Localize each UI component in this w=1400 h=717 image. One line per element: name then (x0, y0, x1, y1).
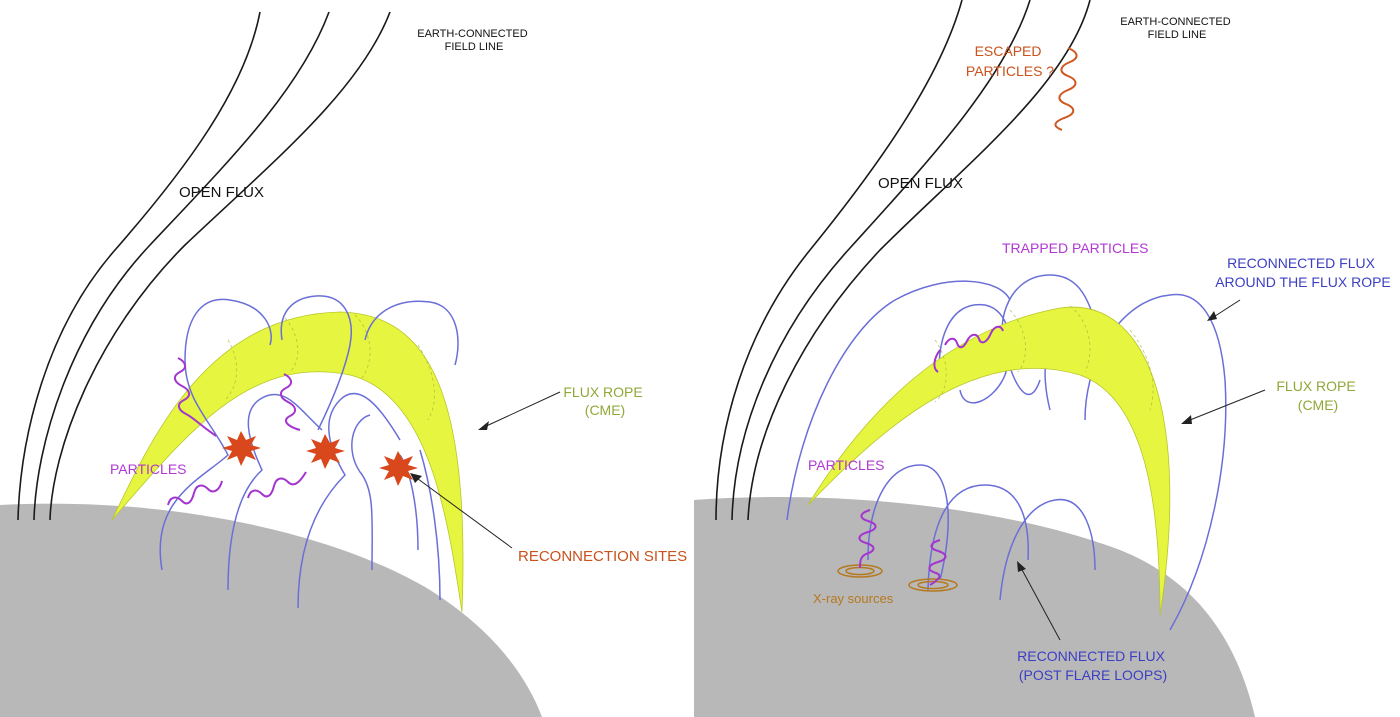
right-flux-rope-arrowhead (1181, 415, 1192, 424)
left-reconnection-arrow (413, 475, 513, 549)
right-flux-rope-label: FLUX ROPE (CME) (1276, 378, 1359, 413)
right-particle-helices (858, 325, 1004, 586)
right-reconnected-rope-arrow (1211, 299, 1241, 319)
left-rope-segment-3 (354, 314, 371, 379)
left-rope-segment-1 (224, 339, 238, 401)
right-post-flare-arrow (1019, 565, 1061, 641)
left-field-loops (159, 295, 459, 609)
right-rope-segment-3 (1069, 305, 1091, 373)
left-reconnection-star-3 (379, 451, 418, 486)
left-sun-surface (0, 503, 542, 717)
right-trapped-particles-label: TRAPPED PARTICLES (1002, 240, 1149, 256)
left-rope-segment-4 (417, 344, 435, 421)
right-post-flare-loops (867, 464, 1096, 601)
right-particles-label: PARTICLES (808, 457, 885, 473)
left-rope-segment-2 (284, 317, 299, 373)
left-reconnection-sites-label: RECONNECTION SITES (518, 548, 687, 565)
right-reconnected-rope-arrowhead (1207, 311, 1217, 321)
left-open-flux-line-3 (49, 11, 391, 521)
left-flux-rope-arrowhead (478, 421, 489, 430)
left-particle-helices (167, 357, 307, 506)
left-open-flux-line-1 (17, 11, 261, 521)
right-escaped-particles-label: ESCAPED PARTICLES ? (966, 43, 1054, 79)
left-reconnection-star-1 (222, 431, 261, 466)
right-open-flux-line-1 (715, 0, 963, 521)
right-open-flux-line-3 (747, 0, 1091, 521)
left-reconnection-sites (222, 431, 418, 486)
right-open-flux-line-2 (731, 0, 1031, 521)
left-particles-label: PARTICLES (110, 461, 187, 477)
right-open-flux-label: OPEN FLUX (878, 175, 963, 192)
right-escaped-particle-helices (1054, 47, 1078, 131)
right-post-flare-arrowhead (1017, 561, 1026, 572)
right-panel: EARTH-CONNECTED FIELD LINE ESCAPED PARTI… (694, 0, 1391, 717)
left-reconnection-star-2 (306, 434, 345, 469)
right-xray-sources-label: X-ray sources (813, 591, 894, 606)
right-reconnected-rope-label: RECONNECTED FLUX AROUND THE FLUX ROPE (1215, 255, 1391, 290)
left-flux-rope-arrow (481, 391, 561, 429)
left-open-flux-line-2 (33, 11, 330, 521)
right-earth-connected-label: EARTH-CONNECTED FIELD LINE (1120, 16, 1233, 41)
right-sun-surface (694, 497, 1255, 717)
left-reconnection-arrowhead (410, 473, 422, 483)
right-rope-segment-2 (1009, 309, 1026, 373)
left-earth-connected-label: EARTH-CONNECTED FIELD LINE (417, 28, 530, 53)
left-open-flux-label: OPEN FLUX (179, 184, 264, 201)
right-post-flare-label: RECONNECTED FLUX (POST FLARE LOOPS) (1017, 648, 1169, 683)
left-flux-rope-label: FLUX ROPE (CME) (563, 384, 646, 418)
left-flux-rope (111, 311, 464, 613)
right-flux-rope (807, 306, 1171, 616)
left-panel: EARTH-CONNECTED FIELD LINE OPEN FLUX FLU… (0, 11, 687, 717)
right-flux-rope-arrow (1184, 389, 1266, 423)
right-rope-segment-1 (934, 339, 947, 403)
